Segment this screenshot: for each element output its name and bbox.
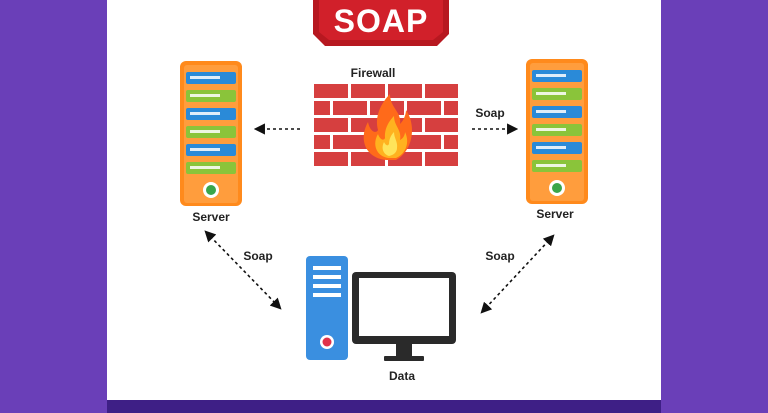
title-banner bbox=[313, 0, 449, 46]
monitor-icon bbox=[352, 272, 456, 361]
server-left-icon bbox=[180, 61, 242, 206]
data-label: Data bbox=[388, 369, 415, 383]
server-left-label: Server bbox=[192, 210, 230, 224]
diagram-title: SOAP bbox=[333, 2, 429, 39]
soap-top-label: Soap bbox=[475, 106, 505, 120]
server-right-label: Server bbox=[536, 207, 574, 221]
server-right-icon bbox=[526, 59, 588, 204]
soap-right-label: Soap bbox=[485, 249, 515, 263]
firewall-label: Firewall bbox=[350, 66, 396, 80]
firewall-icon bbox=[312, 82, 460, 174]
right-purple-border bbox=[661, 0, 768, 413]
bottom-strip bbox=[107, 400, 661, 413]
arrow-right-server-to-data bbox=[480, 234, 555, 314]
computer-tower-icon bbox=[306, 256, 348, 360]
soap-left-label: Soap bbox=[243, 249, 273, 263]
left-purple-border bbox=[0, 0, 107, 413]
arrow-left-server-to-data bbox=[204, 230, 282, 310]
